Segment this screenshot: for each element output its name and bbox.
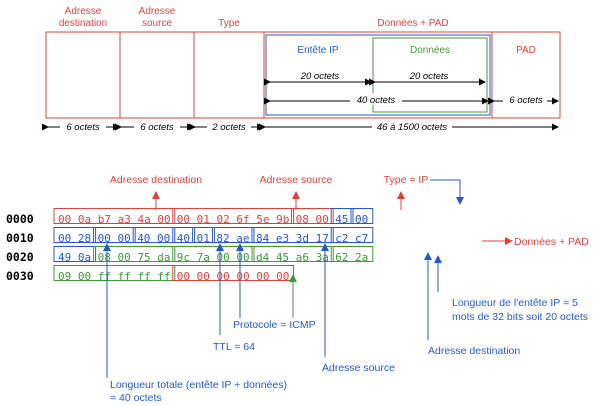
dim-type-label-bg (207, 120, 251, 132)
callout-type: Type = IP (384, 174, 429, 186)
callout-header-len-line1: Longueur de l'entête IP = 5 (452, 297, 578, 309)
hex-dump: 0000 0010 0020 0030 00 0a b7 a3 4a 00 00 01 … (6, 208, 374, 283)
hex-field-box (251, 246, 334, 262)
data-label: Données (410, 45, 450, 56)
header-type: Type (218, 18, 240, 29)
callout-total-len-line1: Longueur totale (entête IP + données) (110, 379, 287, 391)
hex-offset: 0020 (6, 250, 34, 264)
hex-field-box (251, 227, 334, 243)
header-dest-line1: Adresse (65, 6, 102, 17)
hex-field-box (53, 208, 176, 224)
header-data-pad: Données + PAD (377, 18, 448, 29)
hex-field-box (93, 246, 176, 262)
hex-field: 00 28 (58, 232, 91, 245)
hex-field: 40 (177, 232, 190, 245)
callout-protocol: Protocole = ICMP (233, 319, 316, 331)
dim-ip-header-label: 20 octets (300, 71, 340, 82)
hex-field: d4 45 a6 3a (256, 251, 329, 264)
hex-field-box (330, 208, 354, 224)
dim-type-label: 2 octets (211, 122, 246, 133)
header-src-line2: source (142, 18, 172, 29)
callout-ip-dest: Adresse destination (428, 345, 520, 357)
callout-total-len-line2: = 40 octets (110, 392, 162, 404)
dim-pad-label: 6 octets (509, 95, 543, 106)
hex-field-box (330, 246, 374, 262)
callout-ip-src: Adresse source (322, 362, 395, 374)
ip-header-label: Entête IP (297, 45, 338, 56)
dim-data-label: 20 octets (409, 71, 449, 82)
hex-field-box (172, 246, 255, 262)
dim-src-label-bg (134, 120, 180, 132)
hex-field: 40 00 (137, 232, 170, 245)
hex-field-box (53, 265, 176, 281)
frame-top: Adresse destination Adresse source Type … (42, 6, 561, 133)
callout-data-pad: Données + PAD (514, 236, 589, 248)
hex-field-box (350, 208, 374, 224)
callout-type-blue-connector (430, 179, 464, 205)
callout-dest: Adresse destination (110, 174, 202, 186)
dim-src-label: 6 octets (140, 122, 174, 133)
pad-label: PAD (516, 45, 536, 56)
callouts: Adresse destination Adresse source Type … (103, 174, 589, 404)
hex-offset: 0010 (6, 231, 34, 245)
hex-field-box (93, 227, 136, 243)
dim-ip-total-label: 40 octets (357, 95, 396, 106)
hex-field-box (172, 227, 196, 243)
hex-field: 00 00 00 00 00 00 (177, 270, 290, 283)
callout-header-len-line2: mots de 32 bits soit 20 octets (452, 311, 588, 323)
ip-packet-box (265, 34, 491, 116)
dim-payload-label-bg (372, 120, 452, 132)
ip-data-box (372, 37, 488, 113)
hex-field-box (132, 227, 176, 243)
hex-field-box (192, 227, 215, 243)
callout-src: Adresse source (260, 174, 333, 186)
hex-field: 08 00 (296, 213, 329, 226)
hex-field-box (330, 227, 374, 243)
hex-field: 82 ae (216, 232, 249, 245)
dim-ip-total-label-bg (350, 93, 402, 105)
hex-offset: 0030 (6, 269, 34, 283)
dim-dest-label: 6 octets (66, 122, 100, 133)
hex-offsets: 0000 0010 0020 0030 (6, 212, 34, 283)
dim-pad-label-bg (503, 93, 547, 105)
hex-field: 09 00 ff ff ff ff (58, 270, 171, 283)
dim-dest-label-bg (60, 120, 106, 132)
hex-field-box (211, 227, 255, 243)
hex-field: c2 c7 (335, 232, 368, 245)
hex-field-box (53, 246, 97, 262)
hex-cells: 00 0a b7 a3 4a 00 00 01 02 6f 5e 9b 08 00 4… (53, 208, 374, 283)
header-src-line1: Adresse (139, 6, 176, 17)
frame-outer-box (45, 31, 561, 119)
hex-field: 62 2a (335, 251, 368, 264)
hex-field: 01 (197, 232, 210, 245)
hex-field-box (172, 265, 295, 281)
dim-payload-label: 46 à 1500 octets (377, 122, 447, 133)
hex-field: 9c 7a 00 00 (177, 251, 250, 264)
hex-field-box (53, 227, 97, 243)
hex-field: 08 00 75 da (98, 251, 171, 264)
hex-field: 45 (335, 213, 348, 226)
header-dest-line2: destination (59, 18, 107, 29)
callout-ttl: TTL = 64 (213, 341, 255, 353)
hex-field: 84 e3 3d 17 (256, 232, 329, 245)
hex-field-box (172, 208, 295, 224)
hex-field: 49 0a (58, 251, 91, 264)
hex-field: 00 0a b7 a3 4a 00 (58, 213, 171, 226)
hex-field-box (291, 208, 334, 224)
hex-offset: 0000 (6, 212, 34, 226)
hex-field: 00 01 02 6f 5e 9b (177, 213, 290, 226)
hex-field: 00 (355, 213, 368, 226)
hex-field: 00 00 (98, 232, 131, 245)
